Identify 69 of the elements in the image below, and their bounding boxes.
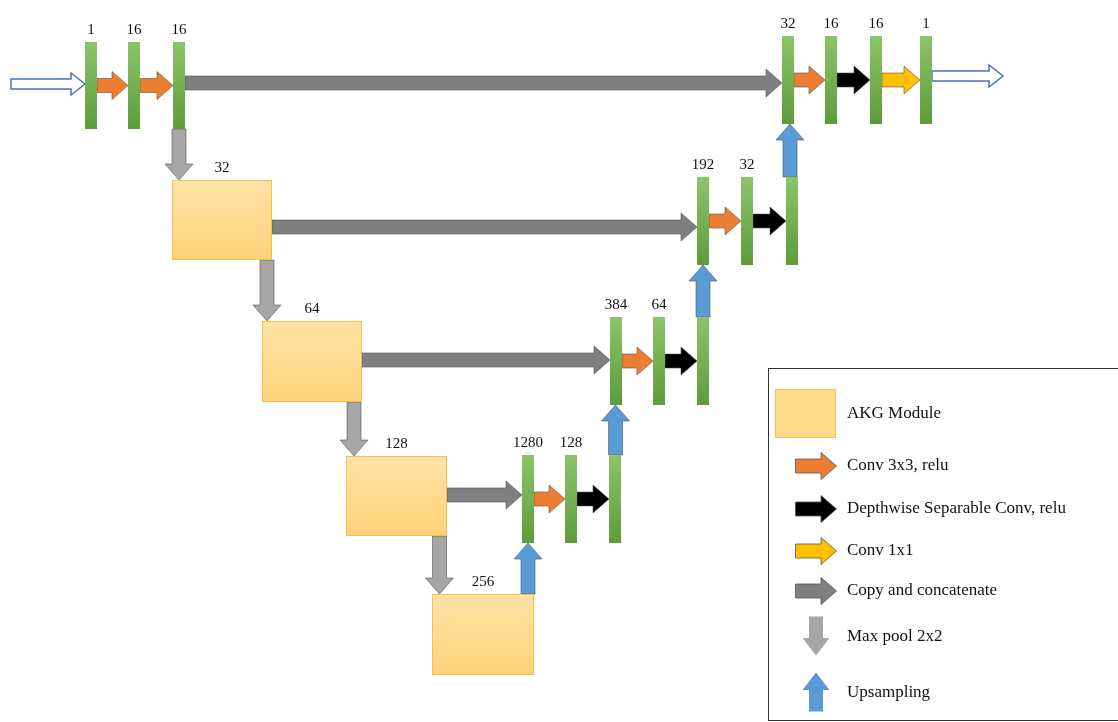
channel-count: 32 bbox=[739, 155, 755, 173]
module-box bbox=[262, 321, 362, 402]
feature-bar bbox=[697, 317, 709, 405]
block-arrow bbox=[621, 346, 654, 376]
channel-count: 16 bbox=[868, 14, 884, 32]
block-arrow bbox=[446, 480, 523, 510]
block-arrow bbox=[881, 65, 921, 95]
channel-count: 128 bbox=[559, 433, 583, 451]
legend-label: AKG Module bbox=[847, 403, 941, 423]
channel-count: 16 bbox=[126, 20, 142, 38]
module-box bbox=[346, 456, 447, 536]
channel-count: 16 bbox=[171, 20, 187, 38]
feature-bar bbox=[741, 177, 753, 265]
block-arrow bbox=[793, 65, 826, 95]
channel-count: 16 bbox=[823, 14, 839, 32]
block-arrow bbox=[184, 68, 783, 98]
legend-label: Conv 3x3, relu bbox=[847, 455, 949, 475]
feature-bar bbox=[870, 36, 882, 124]
block-arrow bbox=[361, 345, 611, 375]
feature-bar bbox=[697, 177, 709, 265]
channel-count: 1 bbox=[922, 14, 930, 32]
block-arrow bbox=[752, 206, 787, 236]
feature-bar bbox=[782, 36, 794, 124]
module-box bbox=[432, 594, 534, 675]
block-arrow bbox=[708, 206, 742, 236]
channel-count: 64 bbox=[651, 295, 667, 313]
feature-bar bbox=[565, 455, 577, 543]
channel-count: 1 bbox=[87, 20, 95, 38]
block-arrow bbox=[576, 484, 610, 514]
block-arrow bbox=[836, 65, 871, 95]
channel-count: 32 bbox=[214, 158, 230, 176]
block-arrow bbox=[96, 71, 129, 100]
block-arrow bbox=[688, 264, 718, 318]
feature-bar bbox=[786, 177, 798, 265]
feature-bar bbox=[920, 36, 932, 124]
feature-bar bbox=[128, 42, 140, 129]
channel-count: 32 bbox=[780, 14, 796, 32]
channel-count: 192 bbox=[691, 155, 715, 173]
block-arrow bbox=[775, 123, 805, 178]
module-box bbox=[172, 180, 272, 260]
legend-label: Upsampling bbox=[847, 682, 931, 702]
legend-label: Max pool 2x2 bbox=[847, 626, 943, 646]
feature-bar bbox=[825, 36, 837, 124]
block-arrow bbox=[139, 71, 174, 100]
feature-bar bbox=[653, 317, 665, 405]
legend-label: Copy and concatenate bbox=[847, 580, 998, 600]
block-arrow bbox=[601, 404, 630, 456]
channel-count: 64 bbox=[304, 299, 320, 317]
legend-label: Depthwise Separable Conv, relu bbox=[847, 498, 1066, 518]
block-arrow bbox=[252, 259, 282, 322]
feature-bar bbox=[609, 455, 621, 543]
block-arrow bbox=[339, 401, 369, 457]
block-arrow bbox=[513, 542, 543, 595]
feature-bar bbox=[173, 42, 185, 129]
feature-bar bbox=[85, 42, 97, 129]
block-arrow bbox=[425, 535, 454, 595]
channel-count: 1280 bbox=[513, 433, 543, 451]
feature-bar bbox=[610, 317, 622, 405]
channel-count: 256 bbox=[471, 572, 495, 590]
hollow-arrow bbox=[931, 63, 1005, 89]
block-arrow bbox=[533, 484, 566, 514]
feature-bar bbox=[522, 455, 534, 543]
block-arrow bbox=[664, 346, 698, 376]
hollow-arrow bbox=[10, 71, 87, 97]
channel-count: 128 bbox=[385, 434, 408, 452]
block-arrow bbox=[271, 212, 698, 242]
block-arrow bbox=[164, 128, 194, 181]
channel-count: 384 bbox=[604, 295, 628, 313]
legend-label: Conv 1x1 bbox=[847, 540, 914, 560]
